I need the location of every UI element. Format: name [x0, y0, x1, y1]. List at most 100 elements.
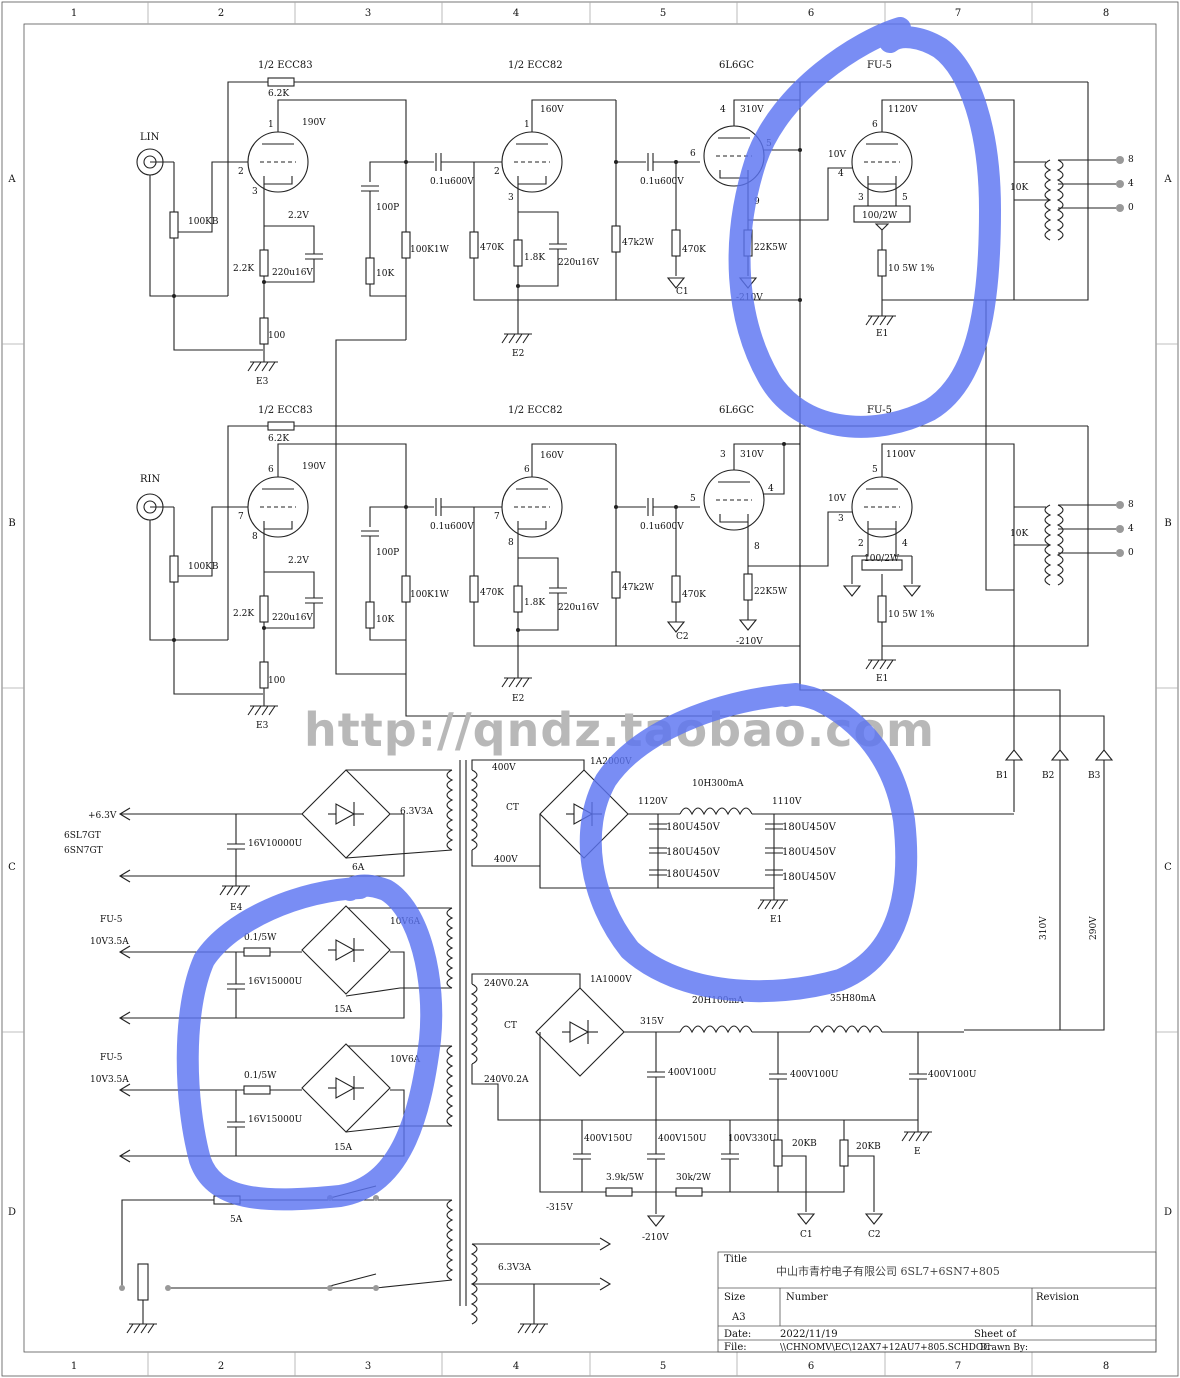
speaker-terminal[interactable] [1116, 156, 1124, 164]
svg-text:9: 9 [754, 197, 760, 207]
title-label: Title [724, 1254, 747, 1265]
row-label: B [1164, 518, 1171, 529]
svg-text:100: 100 [268, 676, 285, 686]
bridge-rectifier [301, 769, 391, 859]
svg-text:FU-5: FU-5 [100, 915, 123, 925]
svg-text:100/2W: 100/2W [862, 211, 898, 221]
volume-pot [169, 211, 179, 239]
svg-text:400V150U: 400V150U [584, 1134, 633, 1144]
svg-text:100: 100 [268, 331, 285, 341]
svg-text:3.9k/5W: 3.9k/5W [606, 1173, 645, 1183]
svg-text:-210V: -210V [736, 637, 763, 647]
svg-text:400V100U: 400V100U [790, 1070, 839, 1080]
row-label: D [8, 1207, 16, 1218]
svg-text:0.1u600V: 0.1u600V [430, 177, 474, 187]
svg-text:240V0.2A: 240V0.2A [484, 1075, 529, 1085]
col-label: 6 [808, 8, 814, 19]
svg-text:E2: E2 [512, 349, 524, 359]
svg-text:290V: 290V [1089, 916, 1099, 940]
svg-text:1100V: 1100V [886, 450, 916, 460]
svg-text:Drawn By:: Drawn By: [980, 1343, 1028, 1353]
svg-text:400V: 400V [494, 855, 518, 865]
svg-text:220u16V: 220u16V [558, 258, 599, 268]
speaker-terminal[interactable] [1116, 525, 1124, 533]
svg-text:E: E [914, 1147, 921, 1157]
svg-text:CT: CT [504, 1021, 517, 1031]
col-label: 5 [660, 1361, 666, 1372]
svg-text:6.2K: 6.2K [268, 434, 289, 444]
highlight-circle-hv-supply [579, 683, 918, 1003]
svg-text:180U450V: 180U450V [782, 822, 837, 833]
svg-text:E4: E4 [230, 903, 243, 913]
speaker-terminal[interactable] [1116, 204, 1124, 212]
row-label: A [7, 174, 16, 185]
highlight-circle-filament-supply [176, 874, 443, 1211]
speaker-terminal[interactable] [1116, 180, 1124, 188]
svg-text:2.2K: 2.2K [233, 609, 254, 619]
speaker-terminal[interactable] [1116, 549, 1124, 557]
row-label: B [8, 518, 15, 529]
col-label: 7 [955, 8, 961, 19]
col-label: 2 [218, 8, 224, 19]
svg-text:10V: 10V [828, 494, 846, 504]
svg-text:0.1u600V: 0.1u600V [430, 522, 474, 532]
svg-text:16V15000U: 16V15000U [248, 1115, 303, 1125]
svg-text:C2: C2 [676, 632, 689, 642]
svg-text:4: 4 [1128, 179, 1134, 189]
svg-text:0.1u600V: 0.1u600V [640, 177, 684, 187]
tube-v4 [851, 476, 913, 538]
highlight-circle-output-stage [728, 17, 1001, 438]
svg-text:2022/11/19: 2022/11/19 [780, 1329, 838, 1340]
svg-text:\\CHNOMV\EC\12AX7+12AU7+805.SC: \\CHNOMV\EC\12AX7+12AU7+805.SCHDOC [780, 1343, 990, 1353]
svg-text:E3: E3 [256, 377, 269, 387]
tube-label: FU-5 [867, 60, 892, 71]
svg-text:3: 3 [508, 193, 514, 203]
svg-text:4: 4 [902, 539, 908, 549]
svg-text:470K: 470K [682, 590, 706, 600]
svg-text:5A: 5A [230, 1215, 243, 1225]
svg-text:10K: 10K [376, 615, 394, 625]
svg-text:180U450V: 180U450V [666, 822, 721, 833]
speaker-terminal[interactable] [1116, 501, 1124, 509]
svg-text:10V: 10V [828, 150, 846, 160]
svg-text:4: 4 [720, 105, 726, 115]
svg-text:0: 0 [1128, 548, 1134, 558]
svg-text:180U450V: 180U450V [782, 872, 837, 883]
svg-text:10K: 10K [1010, 529, 1028, 539]
svg-text:160V: 160V [540, 451, 564, 461]
col-label: 4 [513, 8, 519, 19]
mains-switch[interactable] [373, 1195, 379, 1201]
tube-v4 [851, 131, 913, 193]
bus-label: B1 [996, 771, 1008, 781]
choke [809, 1025, 883, 1033]
svg-text:6A: 6A [352, 863, 365, 873]
feedback-resistor [267, 77, 295, 87]
input-label: LIN [140, 132, 160, 143]
ground-symbol [247, 361, 279, 372]
svg-text:10H300mA: 10H300mA [692, 779, 744, 789]
svg-text:6.2K: 6.2K [268, 89, 289, 99]
svg-text:8: 8 [252, 532, 258, 542]
svg-text:100K1W: 100K1W [410, 590, 450, 600]
svg-text:1120V: 1120V [638, 797, 668, 807]
svg-text:E2: E2 [512, 694, 524, 704]
svg-text:15A: 15A [334, 1143, 352, 1153]
row-label: C [8, 862, 16, 873]
row-label: A [1163, 174, 1172, 185]
svg-text:3: 3 [252, 187, 258, 197]
right-channel: 1/2 ECC83 1/2 ECC82 6L6GC FU-5 RIN 100KB… [136, 405, 1134, 750]
svg-text:3: 3 [838, 514, 844, 524]
svg-text:1.8K: 1.8K [524, 598, 545, 608]
svg-text:2: 2 [238, 167, 244, 177]
svg-text:E1: E1 [876, 674, 888, 684]
bridge-rectifier [301, 905, 391, 995]
svg-text:315V: 315V [640, 1017, 664, 1027]
svg-text:8: 8 [1128, 500, 1134, 510]
row-label: C [1164, 862, 1172, 873]
svg-text:220u16V: 220u16V [558, 603, 599, 613]
svg-text:16V10000U: 16V10000U [248, 839, 303, 849]
power-supply: 400V CT 400V 1A2000V 10H300mA 1120V 1110… [64, 757, 1014, 1334]
col-label: 8 [1103, 8, 1109, 19]
